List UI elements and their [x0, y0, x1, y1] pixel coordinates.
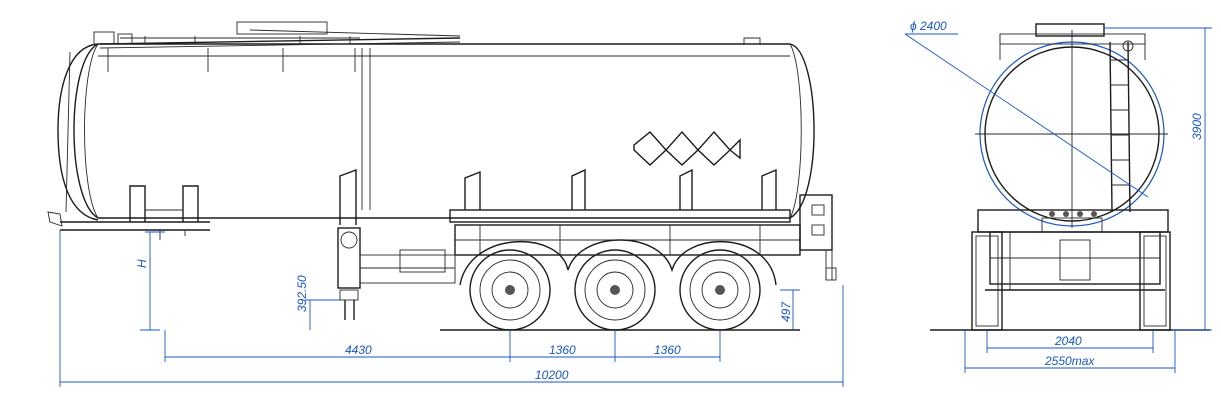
rear-view: ϕ 2400 3900 2040 2550max — [904, 19, 1212, 373]
wheel-axle-2 — [574, 249, 656, 331]
dim-overall-height: 3900 — [1190, 113, 1204, 140]
dim-track-width: 2040 — [1054, 334, 1082, 348]
rear-wheels — [930, 231, 1210, 331]
tank-cross-section — [975, 30, 1168, 228]
side-view: H 392.50 497 4430 1360 1360 10200 — [47, 21, 844, 387]
dim-overall-width: 2550max — [1044, 354, 1095, 368]
dim-tank-diameter: ϕ 2400 — [910, 19, 947, 33]
wheel-axle-1 — [469, 249, 551, 331]
dim-axle-spacing-1: 1360 — [549, 343, 576, 357]
dim-king-pin-to-axle: 4430 — [345, 343, 372, 357]
wheel-axle-3 — [679, 249, 761, 331]
dim-height-label: H — [135, 259, 149, 268]
front-steps — [47, 185, 210, 240]
rear-dimensions: ϕ 2400 3900 2040 2550max — [904, 19, 1212, 373]
dim-wheel-ground-height: 497 — [779, 301, 793, 322]
chassis-frame — [454, 194, 837, 281]
tank-body — [57, 43, 815, 221]
hazard-diamond-plate — [633, 130, 741, 166]
wheel-set — [440, 239, 800, 331]
rear-top-hatch — [999, 23, 1146, 60]
dim-king-pin-height: 392.50 — [295, 275, 309, 312]
rear-ladder — [1109, 41, 1131, 213]
dim-overall-length: 10200 — [535, 368, 569, 382]
landing-gear — [337, 227, 456, 320]
side-dimensions: H 392.50 497 4430 1360 1360 10200 — [59, 230, 844, 387]
side-rail — [339, 168, 791, 225]
dim-axle-spacing-2: 1360 — [654, 343, 681, 357]
top-walkway — [93, 21, 761, 210]
